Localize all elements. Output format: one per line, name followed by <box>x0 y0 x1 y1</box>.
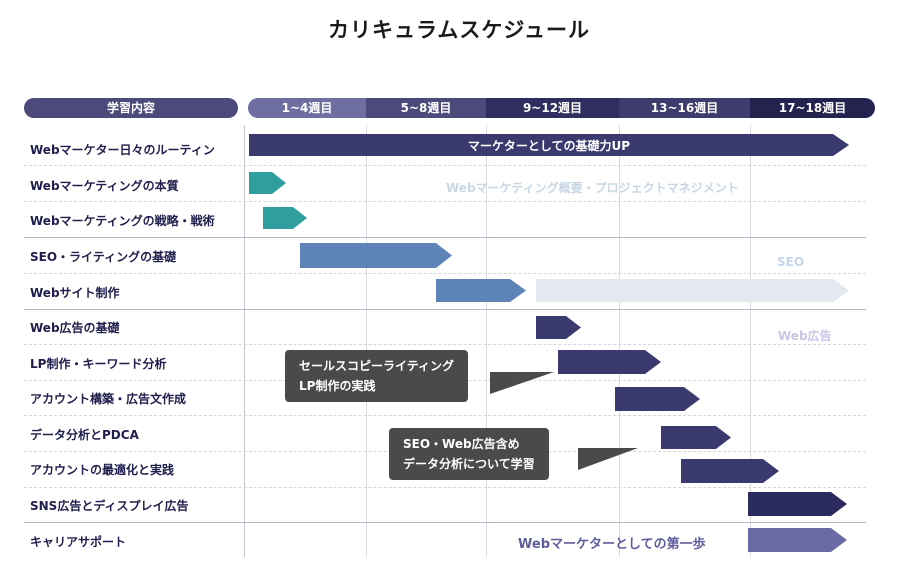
bar-pdca-shape <box>661 426 731 449</box>
bar-pdca <box>661 426 731 449</box>
bar-website <box>436 279 526 302</box>
grid-hline <box>24 344 866 345</box>
row-label-sns: SNS広告とディスプレイ広告 <box>30 499 189 513</box>
period-1: 1~4週目 <box>248 98 366 118</box>
row-label-seo: SEO・ライティングの基礎 <box>30 250 177 264</box>
grid-hline <box>24 201 866 202</box>
row-label-web-ads: Web広告の基礎 <box>30 321 120 335</box>
row-label-pdca: データ分析とPDCA <box>30 428 139 442</box>
bar-website-extended-shape <box>536 279 849 302</box>
bar-lp <box>558 350 661 374</box>
page-title: カリキュラムスケジュール <box>328 18 590 42</box>
callout-lp: セールスコピーライティング LP制作の実践 <box>285 350 469 402</box>
grid-vline <box>366 125 367 557</box>
bar-essence <box>249 172 286 194</box>
bar-career <box>748 528 847 552</box>
section-label-marketing: Webマーケティング概要・プロジェクトマネジメント <box>446 181 739 195</box>
bar-web-ads <box>536 316 581 339</box>
callout-analysis: SEO・Web広告含め データ分析について学習 <box>389 428 549 480</box>
period-4: 13~16週目 <box>619 98 750 118</box>
bar-optimization-shape <box>681 459 779 483</box>
bar-sns-shape <box>748 492 847 516</box>
row-label-essence: Webマーケティングの本質 <box>30 179 179 193</box>
bar-strategy <box>263 207 307 229</box>
row-label-account-build: アカウント構築・広告文作成 <box>30 392 187 406</box>
callout-analysis-tail <box>578 448 638 470</box>
grid-hline <box>24 487 866 488</box>
bar-routine: マーケターとしての基礎力UP <box>249 134 849 156</box>
period-3: 9~12週目 <box>486 98 619 118</box>
section-label-seo: SEO <box>777 255 805 269</box>
row-label-strategy: Webマーケティングの戦略・戦術 <box>30 214 215 228</box>
bar-web-ads-shape <box>536 316 581 339</box>
callout-lp-line1: セールスコピーライティング <box>299 359 455 373</box>
grid-vline <box>244 125 245 557</box>
bar-routine-label: マーケターとしての基礎力UP <box>467 138 631 153</box>
bar-seo <box>300 243 452 268</box>
grid-hline <box>24 165 866 166</box>
bar-lp-shape <box>558 350 661 374</box>
grid-vline <box>619 125 620 557</box>
grid-hline <box>24 415 866 416</box>
bar-essence-shape <box>249 172 286 194</box>
section-label-career: Webマーケターとしての第一歩 <box>518 537 706 552</box>
row-label-optimization: アカウントの最適化と実践 <box>30 463 175 477</box>
bar-account-build-shape <box>615 387 700 411</box>
section-label-web-ads: Web広告 <box>778 329 832 343</box>
grid-hline <box>24 237 866 238</box>
period-header: 1~4週目 5~8週目 9~12週目 13~16週目 17~18週目 <box>248 98 875 118</box>
row-label-website: Webサイト制作 <box>30 286 120 300</box>
grid-hline <box>24 309 866 310</box>
period-5: 17~18週目 <box>750 98 875 118</box>
content-header: 学習内容 <box>24 98 238 118</box>
row-label-lp: LP制作・キーワード分析 <box>30 357 167 371</box>
period-2: 5~8週目 <box>366 98 486 118</box>
bar-sns <box>748 492 847 516</box>
bar-website-shape <box>436 279 526 302</box>
bar-account-build <box>615 387 700 411</box>
bar-optimization <box>681 459 779 483</box>
grid-vline <box>486 125 487 557</box>
bar-routine-shape <box>249 134 849 156</box>
bar-website-extended <box>536 279 849 302</box>
grid-hline <box>24 273 866 274</box>
grid-hline <box>24 522 866 523</box>
bar-seo-shape <box>300 243 452 268</box>
bar-strategy-shape <box>263 207 307 229</box>
callout-analysis-line1: SEO・Web広告含め <box>403 437 520 451</box>
callout-lp-tail <box>490 372 554 394</box>
grid-vline <box>750 125 751 557</box>
bar-career-shape <box>748 528 847 552</box>
row-label-career: キャリアサポート <box>30 535 127 549</box>
row-label-routine: Webマーケター日々のルーティン <box>30 143 215 157</box>
callout-lp-line2: LP制作の実践 <box>299 379 376 393</box>
callout-analysis-line2: データ分析について学習 <box>403 457 535 471</box>
